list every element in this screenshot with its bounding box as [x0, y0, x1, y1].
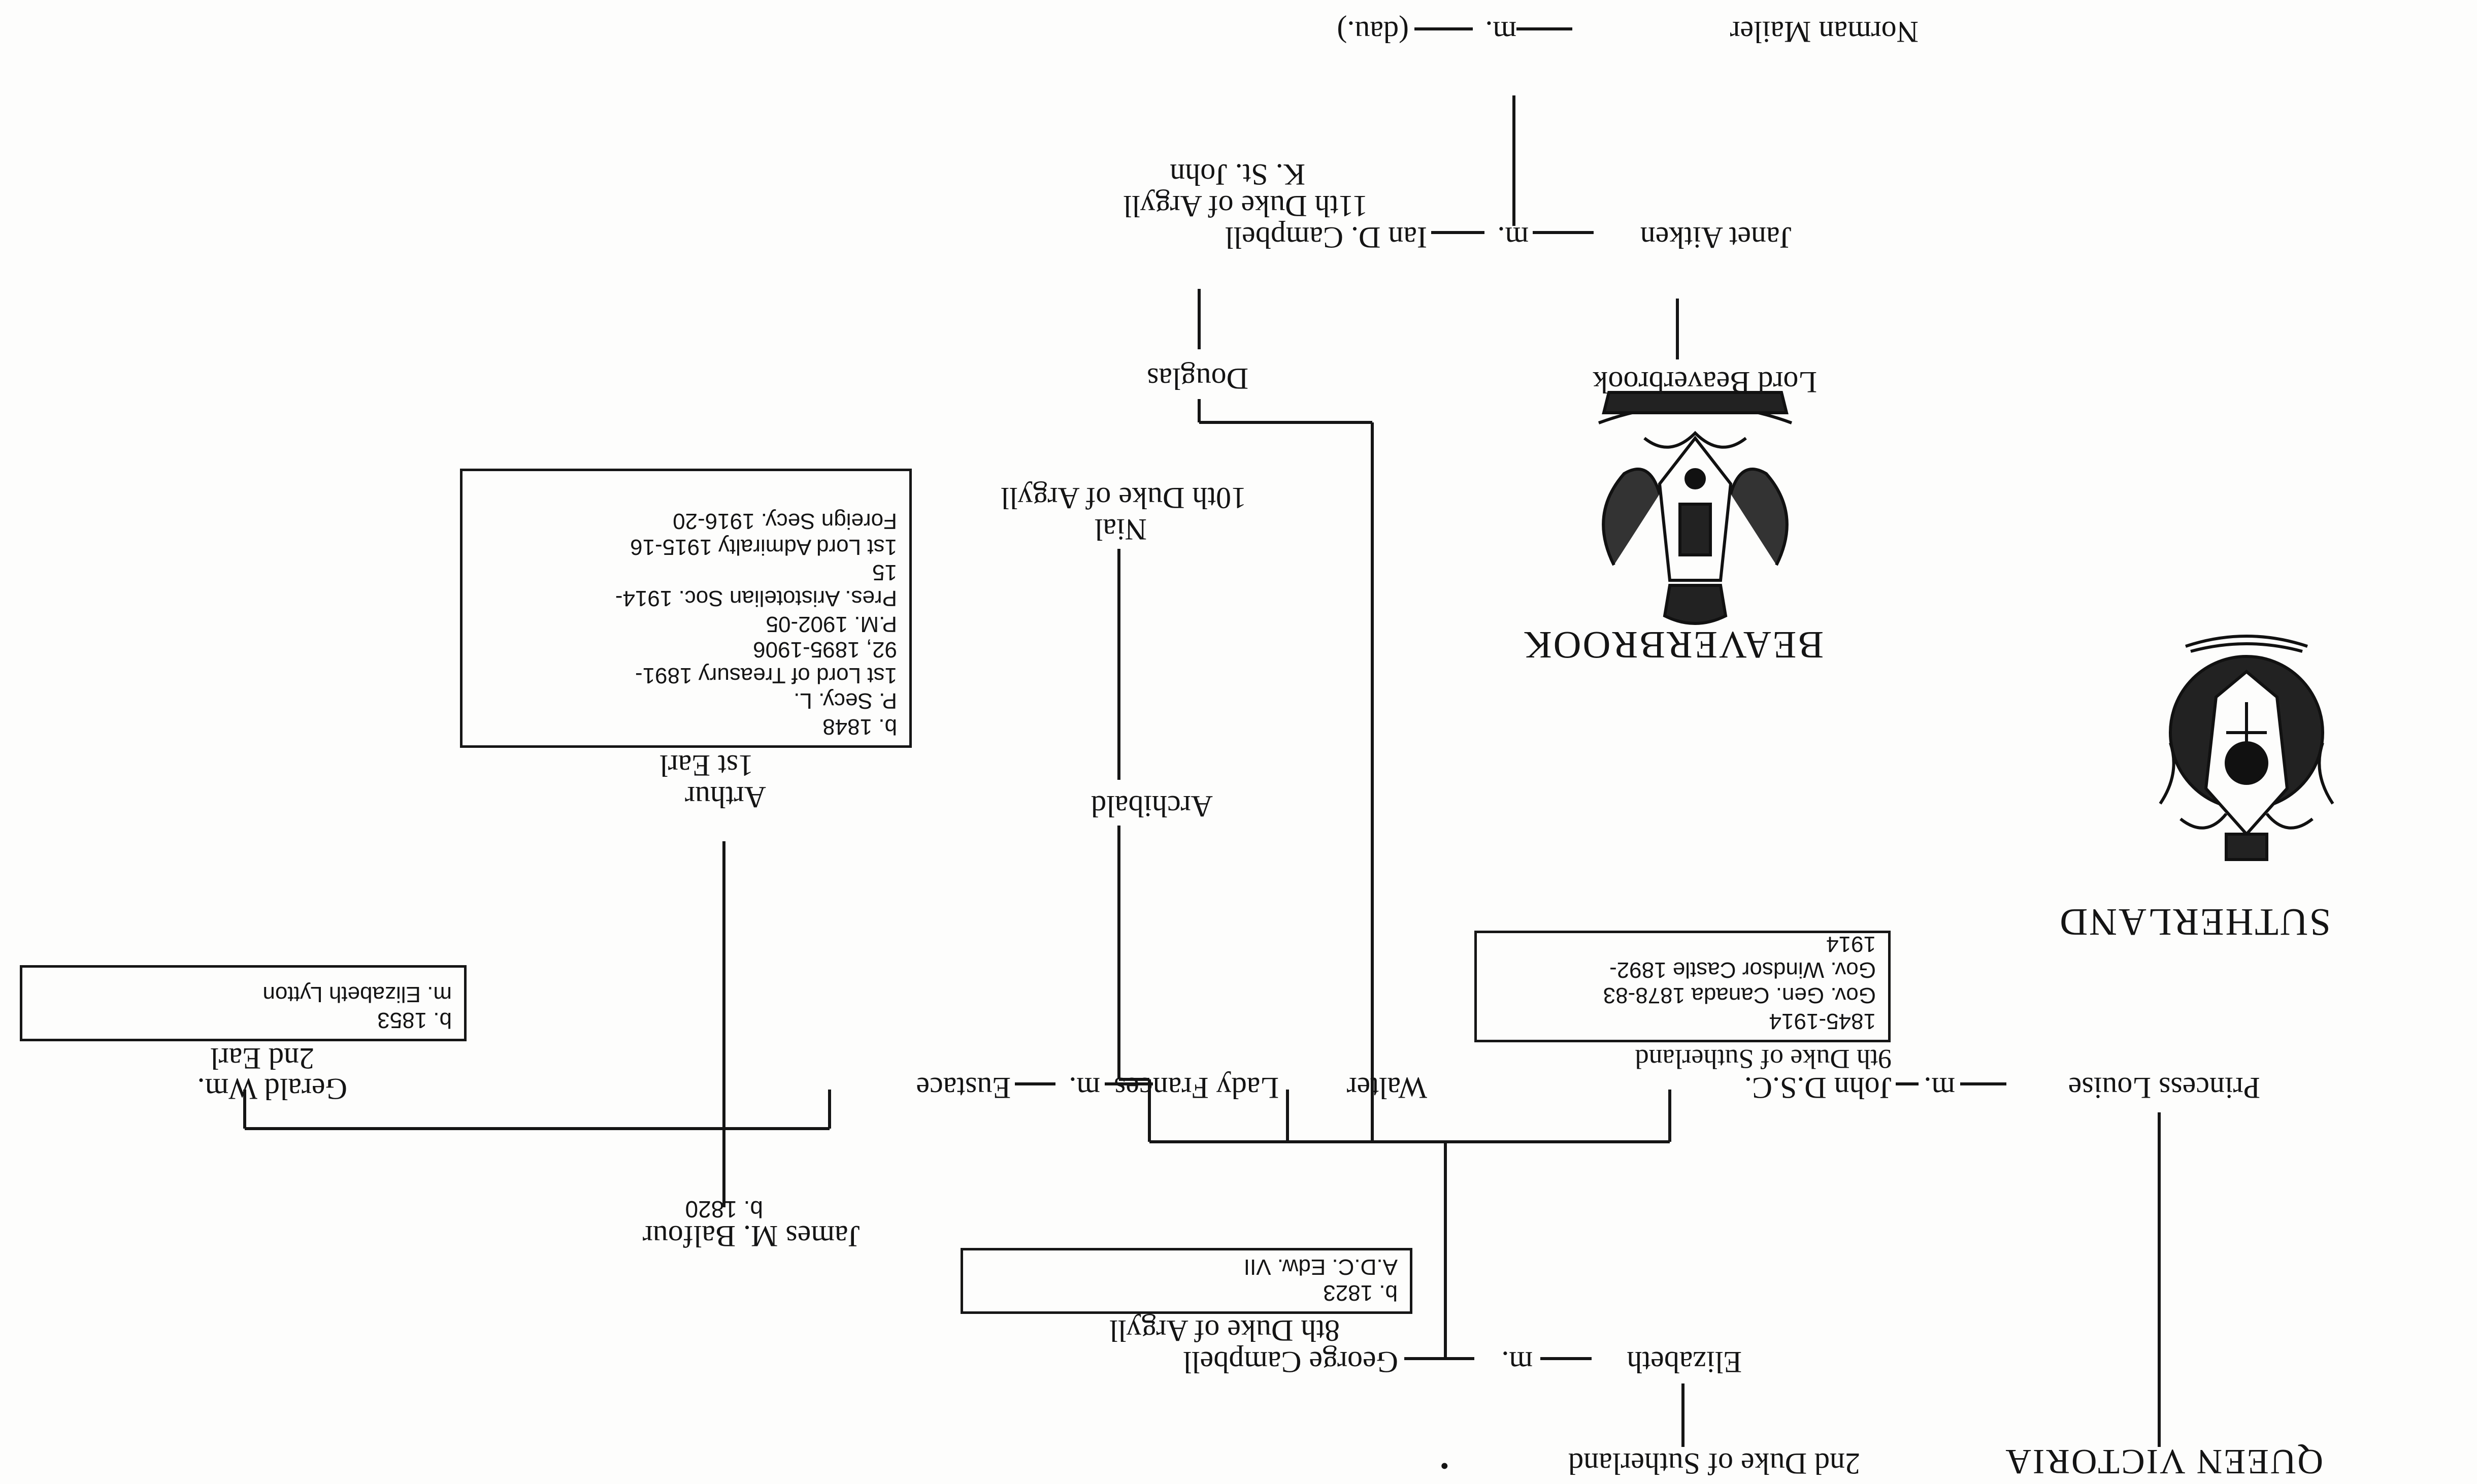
- person-eustace: Eustace: [916, 1071, 1011, 1105]
- person-gerald: Gerald Wm.: [197, 1072, 347, 1106]
- person-nial: Nial: [1094, 513, 1147, 546]
- person-arthur: Arthur: [685, 780, 766, 814]
- sutherland-crest: [2150, 623, 2343, 865]
- sutherland-crest-icon: [2159, 635, 2334, 861]
- person-john: John D.S.C.: [1744, 1071, 1892, 1105]
- person-2nd-duke-sutherland: 2nd Duke of Sutherland: [1568, 1447, 1860, 1480]
- person-daughter: (dau.): [1337, 15, 1409, 49]
- person-arthur-title: 1st Earl: [659, 749, 753, 782]
- info-box-john: 1845-1914 Gov. Gen. Canada 1878-83 Gov. …: [1474, 931, 1891, 1042]
- box-line: Pres. Aristotelian Soc. 1914-: [615, 586, 897, 611]
- person-george-title: 8th Duke of Argyll: [1109, 1314, 1340, 1347]
- person-douglas: Douglas: [1147, 362, 1248, 395]
- info-box-george: b. 1823 A.D.C. Edw. VII: [961, 1248, 1412, 1314]
- person-ian-title: 11th Duke of Argyll: [1123, 189, 1368, 223]
- box-line: Gov. Gen. Canada 1878-83: [1603, 983, 1876, 1008]
- person-lady-frances: Lady Frances: [1114, 1071, 1279, 1105]
- beaverbrook-crest: [1568, 359, 1822, 626]
- person-james-born: b. 1820: [685, 1196, 763, 1223]
- marriage-mark: m.: [1501, 1345, 1533, 1379]
- person-princess-louise: Princess Louise: [2068, 1071, 2260, 1105]
- person-ian-sub: K. St. John: [1170, 158, 1305, 191]
- marriage-mark: m.: [1497, 221, 1529, 254]
- box-line: b. 1823: [1323, 1280, 1398, 1305]
- info-box-arthur: b. 1848 P. Secy. L. 1st Lord of Treasury…: [460, 469, 912, 748]
- person-archibald: Archibald: [1091, 789, 1213, 823]
- box-line: 1845-1914: [1769, 1009, 1876, 1034]
- marriage-mark: m.: [1924, 1071, 1955, 1105]
- person-nial-title: 10th Duke of Argyll: [1001, 481, 1246, 515]
- marriage-mark: m.: [1485, 15, 1516, 49]
- person-lord-beaverbrook: Lord Beaverbrook: [1593, 366, 1817, 399]
- box-line: 1st Lord Admiralty 1915-16: [630, 534, 897, 559]
- box-line: 92, 1895-1906: [753, 637, 897, 663]
- person-gerald-title: 2nd Earl: [210, 1042, 314, 1075]
- box-line: 1st Lord of Treasury 1891-: [635, 663, 897, 688]
- person-george-campbell: George Campbell: [1183, 1345, 1398, 1379]
- box-line: A.D.C. Edw. VII: [1243, 1255, 1398, 1280]
- person-janet-aitken: Janet Aitken: [1640, 221, 1792, 254]
- person-james-balfour: James M. Balfour: [642, 1219, 860, 1253]
- house-sutherland-title: SUTHERLAND: [2058, 901, 2331, 943]
- box-line: 15: [872, 560, 897, 585]
- box-line: b. 1848: [822, 714, 897, 739]
- box-line: m. Elizabeth Lytton: [262, 982, 452, 1007]
- box-line: P. Secy. L.: [794, 688, 897, 714]
- box-line: Gov. Windsor Castle 1892-: [1609, 957, 1876, 982]
- person-queen-victoria: QUEEN VICTORIA: [2004, 1442, 2323, 1481]
- box-line: P.M. 1902-05: [766, 611, 897, 637]
- person-john-title: 9th Duke of Sutherland: [1635, 1044, 1892, 1074]
- marriage-mark: m.: [1069, 1071, 1100, 1105]
- info-box-gerald: b. 1853 m. Elizabeth Lytton: [20, 965, 467, 1041]
- person-walter: Walter: [1346, 1071, 1427, 1105]
- box-line: b. 1853: [377, 1008, 452, 1033]
- box-line: 1914: [1826, 932, 1876, 957]
- house-beaverbrook-title: BEAVERBROOK: [1522, 623, 1824, 666]
- person-elizabeth: Elizabeth: [1627, 1345, 1742, 1379]
- person-norman-mailer: Norman Mailer: [1730, 15, 1919, 49]
- box-line: Foreign Secy. 1916-20: [673, 509, 897, 534]
- beaverbrook-crest-icon: [1598, 391, 1793, 625]
- person-ian: Ian D. Campbell: [1225, 221, 1427, 254]
- bullet-mark: •: [1440, 1452, 1449, 1480]
